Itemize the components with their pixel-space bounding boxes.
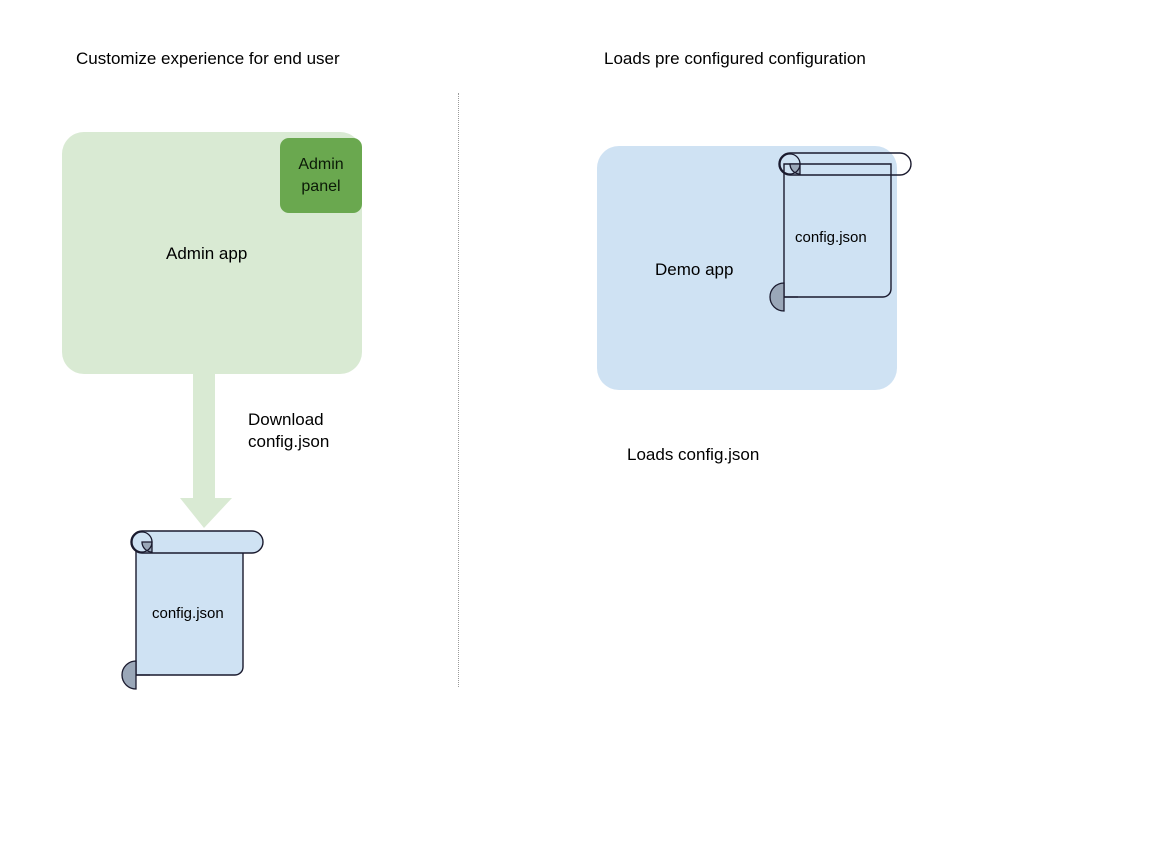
config-json-document-left <box>121 530 264 690</box>
demo-app-box <box>597 146 897 390</box>
admin-panel-label-line1: Admin <box>298 155 344 173</box>
download-arrow-icon <box>180 370 232 528</box>
config-json-label-right: config.json <box>795 229 867 246</box>
admin-panel-label-line2: panel <box>301 177 341 195</box>
loads-config-caption: Loads config.json <box>627 445 760 464</box>
right-column-heading: Loads pre configured configuration <box>604 49 866 68</box>
config-json-document-right <box>769 152 912 312</box>
admin-app-label: Admin app <box>166 244 248 263</box>
download-edge-label-line2: config.json <box>248 432 330 451</box>
admin-panel-chip[interactable]: Admin panel <box>280 138 362 213</box>
download-edge-label: Download config.json <box>248 409 329 453</box>
demo-app-label: Demo app <box>655 260 734 279</box>
download-edge-label-line1: Download <box>248 410 324 429</box>
admin-panel-label: Admin panel <box>298 154 343 198</box>
column-divider <box>458 93 459 687</box>
left-column-heading: Customize experience for end user <box>76 49 340 68</box>
config-json-label-left: config.json <box>152 605 224 622</box>
